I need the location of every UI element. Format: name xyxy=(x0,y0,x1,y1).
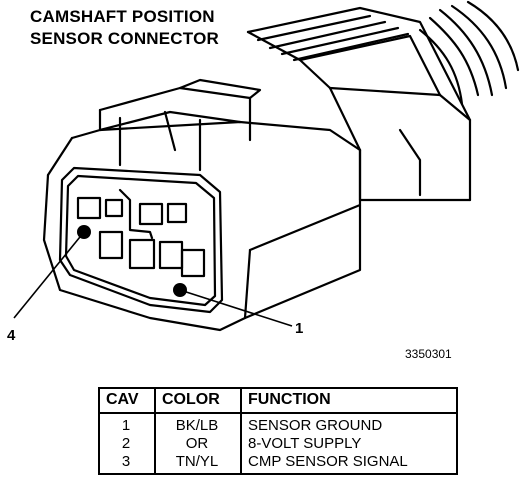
callout-1-label: 1 xyxy=(295,320,304,337)
terminal-cavities xyxy=(76,188,206,278)
connector-front-face xyxy=(58,166,224,314)
diagram-title: CAMSHAFT POSITION SENSOR CONNECTOR xyxy=(30,6,219,50)
color-cell: BK/LB xyxy=(154,413,242,435)
callout-4-leader xyxy=(13,231,85,319)
header-color: COLOR xyxy=(154,387,242,414)
function-cell: 8-VOLT SUPPLY xyxy=(240,435,458,453)
connector-latch xyxy=(98,78,262,172)
pinout-header-row: CAV COLOR FUNCTION xyxy=(98,387,458,414)
callout-1-leader xyxy=(179,289,293,327)
cav-cell: 3 xyxy=(98,453,156,474)
header-function: FUNCTION xyxy=(240,387,458,414)
color-cell: TN/YL xyxy=(154,453,242,474)
connector-rear-housing xyxy=(246,6,472,202)
callout-4-label: 4 xyxy=(7,327,16,344)
function-cell: CMP SENSOR SIGNAL xyxy=(240,453,458,474)
title-line-1: CAMSHAFT POSITION xyxy=(30,7,215,26)
function-cell: SENSOR GROUND xyxy=(240,413,458,435)
terminal-pins xyxy=(77,225,187,297)
connector-front-body xyxy=(42,120,362,332)
table-row: 2 OR 8-VOLT SUPPLY xyxy=(98,435,458,453)
table-row: 3 TN/YL CMP SENSOR SIGNAL xyxy=(98,453,458,474)
table-row: 1 BK/LB SENSOR GROUND xyxy=(98,413,458,435)
header-cav: CAV xyxy=(98,387,156,414)
cav-cell: 1 xyxy=(98,413,156,435)
color-cell: OR xyxy=(154,435,242,453)
title-line-2: SENSOR CONNECTOR xyxy=(30,29,219,48)
pinout-table: CAV COLOR FUNCTION 1 BK/LB SENSOR GROUND… xyxy=(98,387,458,475)
cav-cell: 2 xyxy=(98,435,156,453)
figure-id: 3350301 xyxy=(405,347,452,361)
